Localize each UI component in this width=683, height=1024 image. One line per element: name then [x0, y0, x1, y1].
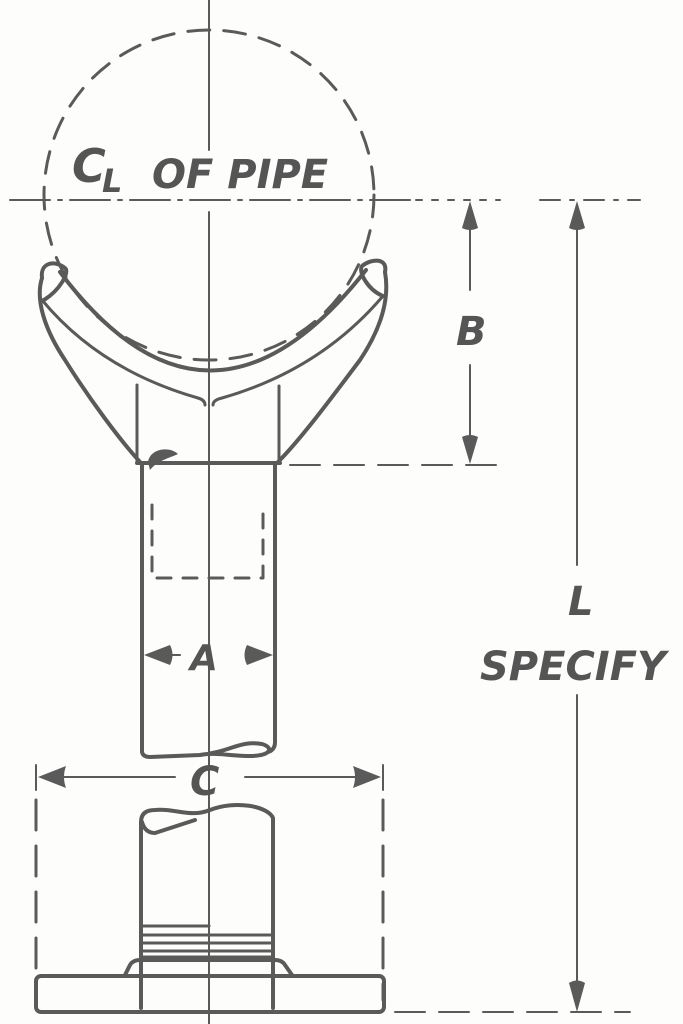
dimension-b-arrow-bottom [462, 435, 478, 464]
centerline-symbol-l: L [102, 162, 122, 200]
centerline-label: OF PIPE [152, 152, 328, 198]
dimension-a-arrow-right [244, 645, 273, 665]
base-collar [123, 958, 294, 977]
saddle-inner-arc [58, 268, 368, 373]
dimension-c-arrow-left [38, 766, 66, 788]
saddle-lower-arc-right [220, 294, 385, 400]
weld-symbol [148, 449, 178, 470]
stem-upper-outline-right [266, 463, 277, 754]
dimension-l-arrow-bottom [569, 980, 585, 1012]
base-plate [34, 974, 386, 1014]
pipe-outline-dashed-circle [42, 28, 376, 362]
dimension-l-arrow-top [569, 201, 585, 230]
saddle-tip-left [39, 261, 69, 302]
saddle-outer-right [276, 270, 389, 464]
stem-lower-break [140, 818, 197, 835]
dimension-a-arrow-left [144, 645, 173, 665]
saddle-lower-arc-left [40, 298, 200, 400]
dimension-c-arrow-right [353, 766, 381, 788]
dimension-c-label: C [190, 759, 219, 805]
stem-lower-outline [139, 802, 275, 1010]
dimension-l-note: SPECIFY [480, 644, 670, 690]
dimension-b-label: B [456, 309, 487, 355]
saddle-outer-left [37, 276, 142, 464]
saddle-lower-arc-hook-left [196, 396, 207, 407]
dimension-a-label: A [187, 638, 218, 679]
stem-upper-outline-left [140, 463, 272, 759]
dimension-b-arrow-top [462, 201, 478, 230]
saddle-tip-right [359, 258, 388, 298]
dimension-l-label: L [568, 579, 594, 625]
centerline-symbol-c: C [72, 139, 106, 193]
hidden-socket-dashed [150, 503, 265, 580]
saddle-lower-arc-hook-right [211, 396, 224, 407]
